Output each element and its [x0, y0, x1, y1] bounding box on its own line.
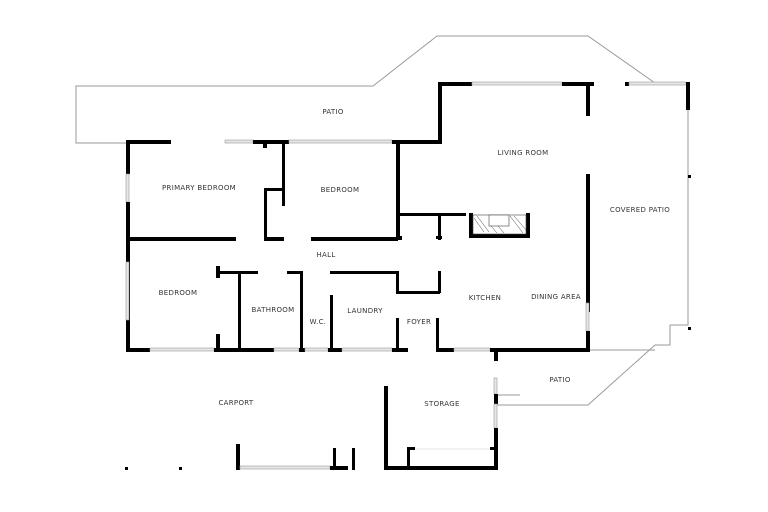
label-bathroom: BATHROOM — [251, 306, 295, 314]
label-laundry: LAUNDRY — [347, 307, 383, 315]
label-wc: W.C. — [309, 318, 327, 326]
label-living-room: LIVING ROOM — [497, 149, 549, 157]
patio-north-outline — [75, 35, 656, 144]
covered-patio-outline — [497, 88, 689, 406]
label-patio-north: PATIO — [322, 108, 344, 116]
label-bedroom-2: BEDROOM — [158, 289, 198, 297]
label-patio-south: PATIO — [549, 376, 571, 384]
walls — [125, 81, 691, 352]
label-dining-area: DINING AREA — [531, 293, 581, 301]
walls-lower — [125, 266, 590, 470]
label-bedroom-1: BEDROOM — [320, 186, 360, 194]
label-carport: CARPORT — [218, 399, 254, 407]
label-primary-bedroom: PRIMARY BEDROOM — [162, 184, 236, 192]
label-hall: HALL — [316, 251, 336, 259]
fireplace-hatch — [472, 214, 527, 235]
label-kitchen: KITCHEN — [468, 294, 502, 302]
label-foyer: FOYER — [406, 318, 432, 326]
label-covered-patio: COVERED PATIO — [609, 206, 671, 214]
label-storage: STORAGE — [424, 400, 460, 408]
